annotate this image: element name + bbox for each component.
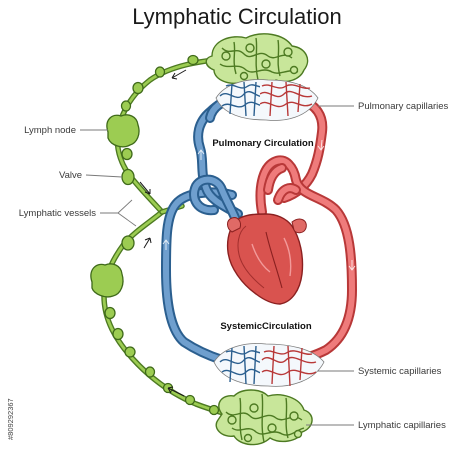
lymph-node-upper bbox=[106, 114, 140, 148]
diagram-title: Lymphatic Circulation bbox=[132, 4, 342, 29]
stock-id: #809292367 bbox=[6, 398, 15, 440]
pulmonary-circulation-label: Pulmonary Circulation bbox=[212, 138, 314, 149]
lymphatic-capillaries-bottom bbox=[215, 389, 313, 446]
valve bbox=[154, 66, 166, 78]
valve bbox=[120, 100, 132, 112]
valve bbox=[121, 147, 133, 161]
heart bbox=[226, 213, 307, 305]
blood-circulation bbox=[161, 79, 357, 387]
lymph-node-label: Lymph node bbox=[24, 125, 76, 136]
valve bbox=[187, 54, 199, 66]
valve bbox=[104, 306, 116, 320]
systemic-capillaries-label: Systemic capillaries bbox=[358, 366, 442, 377]
systemic-circulation-label: SystemicCirculation bbox=[220, 321, 312, 332]
pulmonary-capillaries bbox=[215, 79, 319, 121]
valve bbox=[112, 327, 124, 341]
lymph-node-lower bbox=[90, 263, 124, 298]
systemic-capillaries bbox=[213, 343, 325, 387]
valve bbox=[121, 168, 135, 186]
lymphatic-capillaries-top bbox=[205, 33, 309, 89]
lymphatic-vessels-label: Lymphatic vessels bbox=[19, 208, 97, 219]
pulmonary-capillaries-label: Pulmonary capillaries bbox=[358, 101, 449, 112]
lymph-flow-arrows bbox=[139, 69, 187, 397]
valve bbox=[132, 81, 144, 95]
valve bbox=[124, 346, 136, 358]
valve bbox=[208, 404, 220, 416]
lymphatic-capillaries-label: Lymphatic capillaries bbox=[358, 420, 446, 431]
valve-label: Valve bbox=[59, 170, 82, 181]
valve bbox=[121, 235, 135, 251]
valve bbox=[144, 366, 156, 378]
callouts: Lymph node Valve Lymphatic vessels Pulmo… bbox=[19, 101, 449, 431]
valve bbox=[184, 394, 196, 406]
